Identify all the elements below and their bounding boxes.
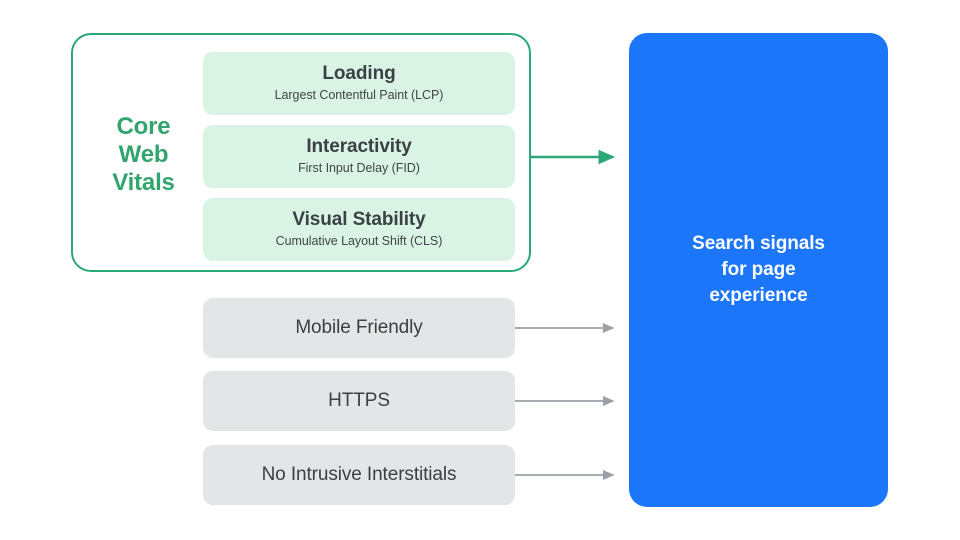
vital-card-interactivity[interactable]: Interactivity First Input Delay (FID) (203, 125, 515, 188)
core-web-vitals-label-line-1: Core (116, 113, 171, 140)
vital-title: Loading (322, 63, 396, 85)
search-signals-line-3: experience (709, 285, 808, 306)
core-web-vitals-label-line-3: Vitals (112, 169, 175, 197)
signal-card-no-intrusive-interstitials[interactable]: No Intrusive Interstitials (203, 445, 515, 505)
signal-label: Mobile Friendly (295, 317, 423, 338)
core-web-vitals-group (71, 33, 531, 272)
vital-card-loading[interactable]: Loading Largest Contentful Paint (LCP) (203, 52, 515, 115)
vital-subtitle: First Input Delay (FID) (298, 161, 420, 176)
vital-subtitle: Largest Contentful Paint (LCP) (274, 88, 444, 103)
signal-label: HTTPS (328, 390, 390, 411)
signal-card-mobile-friendly[interactable]: Mobile Friendly (203, 298, 515, 358)
core-web-vitals-label: Core Web Vitals (96, 113, 191, 197)
core-web-vitals-label-line-2: Web (118, 141, 169, 169)
signal-label: No Intrusive Interstitials (261, 464, 457, 485)
search-signals-line-2: for page (721, 258, 796, 280)
search-signals-box[interactable]: Search signals for page experience (629, 33, 888, 507)
vital-card-visual-stability[interactable]: Visual Stability Cumulative Layout Shift… (203, 198, 515, 261)
vital-subtitle: Cumulative Layout Shift (CLS) (275, 234, 443, 249)
search-signals-line-1: Search signals (692, 232, 825, 254)
vital-title: Interactivity (306, 136, 412, 158)
signal-card-https[interactable]: HTTPS (203, 371, 515, 431)
vital-title: Visual Stability (292, 209, 426, 231)
search-signals-text: Search signals for page experience (692, 231, 825, 309)
